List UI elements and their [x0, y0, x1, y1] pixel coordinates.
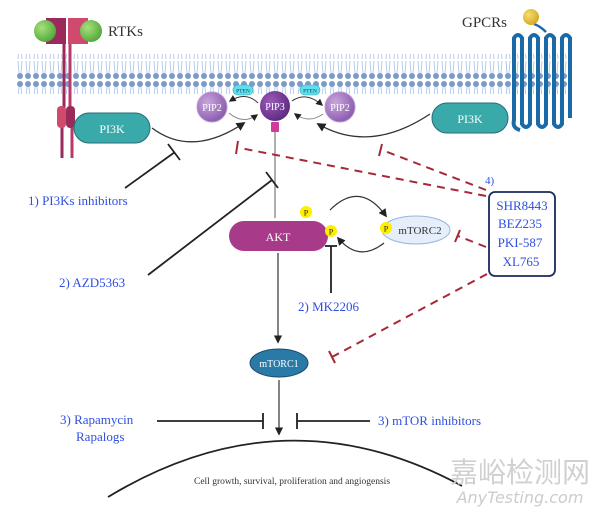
azd5363-label: 2) AZD5363 [59, 275, 125, 290]
dual-to-pip3-dashed-line [239, 147, 487, 197]
dual-inhibitor-box: SHR8443 BEZ235 PKI-587 XL765 [488, 191, 556, 277]
pten-left-badge: PTEN [232, 84, 254, 96]
akt-to-mtorc2-arrow [329, 195, 387, 218]
dual-inhibitor-number: 4) [485, 175, 495, 187]
svg-text:AKT: AKT [266, 230, 291, 244]
pip3-node: PIP3 [260, 91, 290, 121]
watermark-en: AnyTesting.com [456, 488, 584, 507]
svg-text:PIP2: PIP2 [330, 103, 349, 114]
dual-pi3k-inhibit-bar [378, 143, 383, 157]
dual-to-mtorc2-dashed-line [457, 235, 487, 248]
watermark-cn: 嘉峪检测网 [450, 456, 590, 489]
pten-right-arrow [291, 96, 324, 106]
svg-text:PI3K: PI3K [99, 122, 125, 136]
pi3k-right-node: PI3K [431, 102, 509, 134]
gpcr-receptor [511, 22, 572, 132]
pi3k-inhibitor-bar [167, 143, 181, 161]
svg-text:PIP3: PIP3 [265, 102, 284, 113]
pten-right-badge: PTEN [299, 84, 321, 96]
mtor-inhibitors-label: 3) mTOR inhibitors [378, 413, 481, 428]
gpcr-ligand [523, 9, 539, 25]
pi3k-inhibitors-label: 1) PI3Ks inhibitors [28, 193, 128, 208]
mtorc2-phospho: P [380, 222, 392, 234]
pi3k-left-activation-arrow [151, 121, 246, 143]
dual-mtorc2-inhibit-bar [454, 229, 461, 243]
dual-to-pi3k-right-dashed-line [381, 149, 487, 191]
mk2206-label: 2) MK2206 [298, 299, 360, 314]
pi3k-right-activation-arrow [316, 113, 431, 138]
svg-text:PTEN: PTEN [303, 89, 317, 95]
azd5363-inhibitor-bar [265, 171, 279, 189]
gpcr-label: GPCRs [462, 15, 507, 31]
svg-text:mTORC2: mTORC2 [398, 225, 441, 237]
svg-text:PI3K: PI3K [457, 112, 483, 126]
svg-text:P: P [304, 209, 309, 218]
akt-phospho-top: P [300, 206, 312, 218]
svg-text:PTEN: PTEN [236, 89, 250, 95]
rtk-label: RTKs [108, 24, 143, 40]
azd5363-inhibitor-line [147, 179, 273, 276]
svg-text:mTORC1: mTORC1 [259, 359, 298, 370]
pi3k-inhibitor-line [124, 151, 176, 189]
akt-node: AKT [229, 221, 328, 251]
mtorc1-node: mTORC1 [249, 348, 309, 378]
mtorc2-node: mTORC2 [381, 215, 451, 245]
dual-pip3-inhibit-bar [235, 140, 239, 155]
pten-left-arrow [228, 95, 259, 104]
svg-text:P: P [384, 225, 389, 234]
pi3k-conversion-arrow-right-inner [293, 113, 324, 121]
growth-factor-ligand-left [34, 20, 56, 42]
mtorc2-to-akt-arrow [336, 236, 385, 253]
rapamycin-label-line1: 3) Rapamycin [60, 412, 134, 427]
outcome-label: Cell growth, survival, proliferation and… [194, 476, 390, 487]
pi3k-conversion-arrow-left-inner [228, 112, 259, 122]
dual-to-mtorc1-dashed-line [331, 273, 488, 358]
pip2-right-node: PIP2 [324, 91, 356, 123]
dual-mtorc1-inhibit-bar [328, 350, 336, 364]
dual-inhibitor-item: XL765 [503, 254, 540, 269]
dual-inhibitor-item: PKI-587 [498, 235, 543, 250]
svg-text:P: P [329, 228, 334, 237]
pip3-anchor [271, 122, 279, 132]
cell-membrane [16, 54, 568, 94]
akt-phospho-side: P [325, 225, 337, 237]
cell-outcome-arc [107, 439, 463, 498]
rapamycin-label-line2: Rapalogs [76, 429, 124, 444]
pip2-left-node: PIP2 [196, 91, 228, 123]
svg-text:PIP2: PIP2 [202, 103, 221, 114]
growth-factor-ligand-right [80, 20, 102, 42]
dual-inhibitor-item: SHR8443 [496, 198, 547, 213]
pi3k-left-node: PI3K [73, 112, 151, 144]
dual-inhibitor-item: BEZ235 [498, 216, 542, 231]
